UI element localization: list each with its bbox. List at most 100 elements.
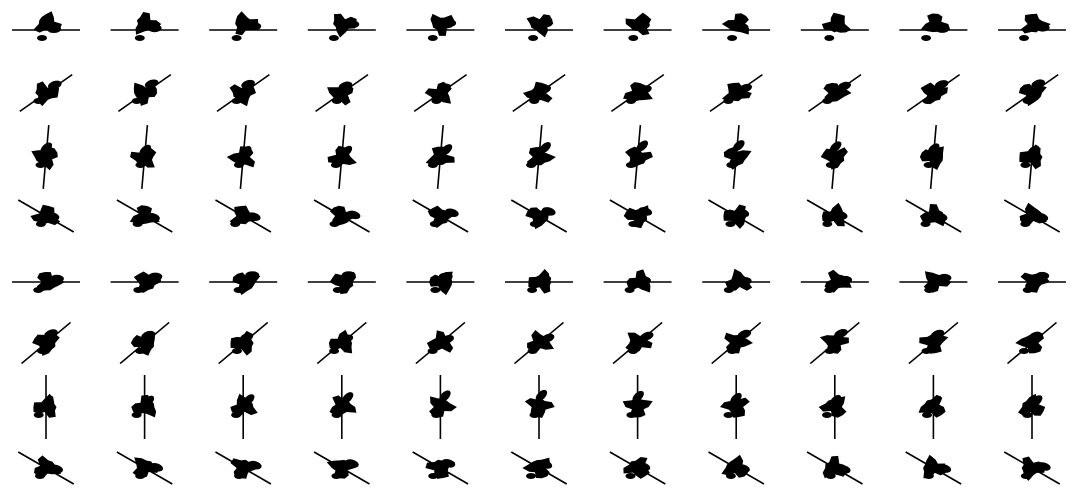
silhouette-foot — [626, 412, 637, 418]
silhouette-frame-r1-c3 — [209, 11, 278, 41]
silhouette-frame-r6-c11 — [1006, 321, 1058, 365]
silhouette-frame-r7-c3 — [230, 375, 258, 439]
silhouette-foot — [527, 287, 538, 293]
silhouette-foot — [626, 98, 636, 104]
silhouette-frame-r5-c4 — [307, 271, 376, 295]
silhouette-frame-r5-c11 — [998, 271, 1066, 293]
silhouette-frame-r3-c5 — [425, 125, 455, 189]
silhouette-foot — [135, 473, 146, 479]
silhouette-frame-r3-c9 — [820, 125, 848, 189]
silhouette-frame-r6-c1 — [20, 321, 72, 365]
silhouette-frame-r4-c8 — [708, 199, 765, 233]
silhouette-foot — [37, 348, 47, 354]
silhouette-foot — [35, 162, 46, 168]
silhouette-frame-r2-c8 — [709, 73, 763, 113]
silhouette-foot — [1020, 473, 1031, 479]
silhouette-body — [229, 83, 256, 107]
silhouette-lobe — [1035, 271, 1050, 280]
silhouette-lobe — [144, 79, 159, 89]
silhouette-body — [919, 146, 944, 170]
silhouette-lobe — [829, 394, 842, 407]
silhouette-foot — [824, 35, 835, 41]
silhouette-frame-r2-c1 — [19, 73, 73, 113]
silhouette-foot — [526, 162, 537, 168]
silhouette-frame-r6-c10 — [908, 321, 959, 365]
silhouette-lobe — [141, 330, 155, 340]
silhouette-foot — [430, 287, 441, 293]
silhouette-lobe — [148, 272, 163, 281]
silhouette-lobe — [638, 85, 652, 94]
silhouette-lobe — [735, 208, 750, 218]
silhouette-frame-r3-c2 — [130, 125, 157, 189]
silhouette-frame-r2-c7 — [610, 73, 665, 113]
silhouette-body — [622, 399, 653, 418]
silhouette-frame-r2-c9 — [808, 73, 862, 113]
silhouette-lobe — [737, 277, 752, 285]
silhouette-body — [822, 202, 846, 227]
silhouette-lobe — [345, 459, 359, 468]
silhouette-lobe — [736, 464, 750, 473]
silhouette-frame-r2-c5 — [413, 73, 468, 113]
silhouette-lobe — [439, 390, 451, 402]
silhouette-frame-r6-c8 — [711, 321, 762, 365]
silhouette-lobe — [540, 333, 555, 343]
silhouette-lobe — [341, 271, 356, 280]
silhouette-lobe — [440, 144, 453, 156]
silhouette-foot — [234, 473, 245, 479]
silhouette-foot — [132, 221, 143, 227]
silhouette-foot — [921, 35, 932, 41]
silhouette-lobe — [44, 329, 58, 339]
silhouette-frame-r8-c10 — [905, 451, 962, 485]
silhouette-frame-r3-c11 — [1019, 125, 1043, 189]
silhouette-foot — [429, 221, 440, 227]
silhouette-lobe — [142, 395, 155, 408]
silhouette-frame-r7-c9 — [818, 375, 847, 439]
silhouette-foot — [431, 412, 442, 418]
silhouette-frame-r5-c6 — [505, 269, 573, 294]
silhouette-frame-r1-c10 — [899, 13, 968, 41]
silhouette-frame-r4-c3 — [215, 199, 272, 233]
silhouette-foot — [329, 221, 340, 227]
silhouette-foot — [331, 473, 342, 479]
silhouette-lobe — [535, 389, 548, 402]
silhouette-foot — [1020, 221, 1031, 227]
silhouette-foot — [923, 473, 934, 479]
silhouette-lobe — [539, 142, 551, 154]
silhouette-foot — [1022, 98, 1033, 104]
silhouette-body — [425, 146, 455, 165]
silhouette-foot — [135, 162, 146, 168]
silhouette-foot — [822, 221, 833, 227]
silhouette-lobe — [537, 85, 551, 94]
silhouette-frame-r3-c4 — [327, 125, 357, 189]
silhouette-frame-r1-c2 — [110, 12, 179, 41]
silhouette-frame-r7-c6 — [524, 375, 555, 439]
silhouette-lobe — [829, 141, 842, 153]
silhouette-frame-r5-c8 — [702, 268, 771, 293]
silhouette-foot — [727, 35, 738, 41]
silhouette-lobe — [441, 459, 456, 468]
silhouette-foot — [825, 473, 836, 479]
silhouette-frame-r1-c7 — [603, 12, 672, 41]
silhouette-frame-r8-c3 — [215, 451, 272, 485]
silhouette-lobe — [438, 272, 453, 281]
silhouette-foot — [1022, 287, 1033, 293]
silhouette-frame-r7-c7 — [622, 375, 653, 439]
silhouette-lobe — [935, 24, 950, 33]
silhouette-frame-r1-c5 — [406, 13, 475, 41]
silhouette-frame-r4-c9 — [806, 199, 863, 233]
silhouette-foot — [922, 98, 933, 104]
silhouette-frame-r6-c3 — [218, 321, 269, 365]
silhouette-body — [623, 82, 653, 102]
silhouette-frame-r7-c5 — [429, 375, 457, 439]
silhouette-foot — [529, 412, 540, 418]
silhouette-lobe — [241, 79, 255, 89]
silhouette-lobe — [937, 273, 952, 282]
silhouette-body — [820, 147, 848, 170]
silhouette-frame-r3-c3 — [226, 125, 255, 189]
silhouette-lobe — [440, 335, 454, 344]
silhouette-body — [333, 13, 357, 38]
silhouette-foot — [133, 287, 144, 293]
silhouette-foot — [328, 35, 339, 41]
silhouette-body — [526, 146, 556, 167]
silhouette-frame-r6-c6 — [513, 321, 565, 365]
